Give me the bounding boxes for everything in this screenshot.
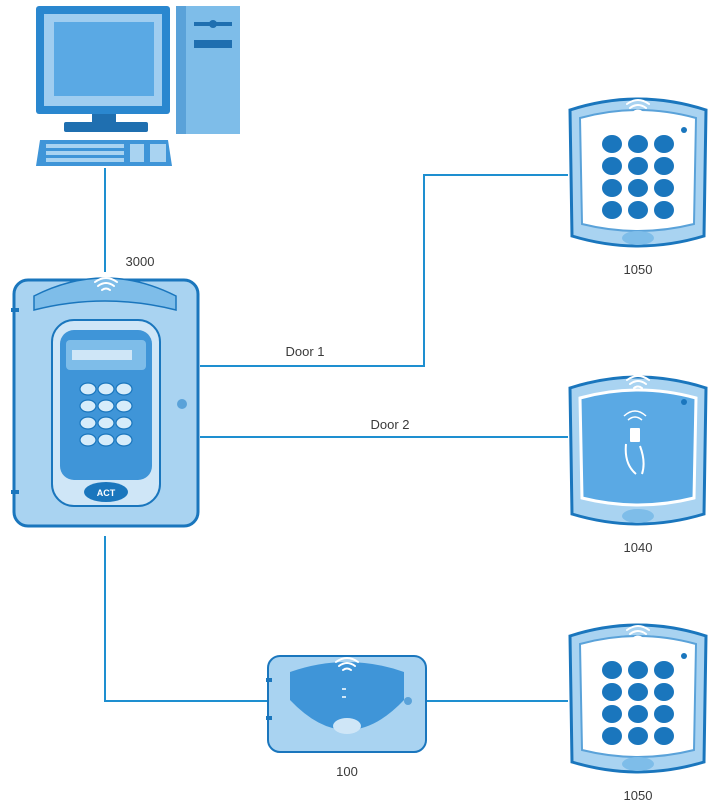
labels: 3000 Door 1 Door 2 1050 1040 100 1050 — [126, 254, 653, 803]
wires — [104, 168, 568, 702]
wireless-icon — [94, 277, 118, 291]
wireless-icon — [626, 99, 650, 113]
wire-door1 — [200, 174, 568, 367]
label-controller: 3000 — [126, 254, 155, 269]
label-door2: Door 2 — [370, 417, 409, 432]
label-reader-top: 1050 — [624, 262, 653, 277]
wire-controller-expander — [104, 536, 268, 702]
workstation-computer-icon — [36, 6, 240, 166]
label-expander: 100 — [336, 764, 358, 779]
wireless-icon — [335, 657, 359, 671]
reader-proximity-1040 — [568, 375, 708, 526]
reader-keypad-top-1050 — [568, 97, 708, 248]
label-door1: Door 1 — [285, 344, 324, 359]
reader-keypad-bottom-1050 — [568, 623, 708, 774]
label-reader-proximity: 1040 — [624, 540, 653, 555]
controller-3000: ACT — [11, 277, 200, 528]
controller-logo: ACT — [97, 488, 116, 498]
wireless-icons — [94, 99, 650, 671]
wireless-icon — [626, 625, 650, 639]
wireless-icon — [626, 375, 650, 389]
expander-100 — [266, 655, 427, 753]
label-reader-bottom: 1050 — [624, 788, 653, 803]
